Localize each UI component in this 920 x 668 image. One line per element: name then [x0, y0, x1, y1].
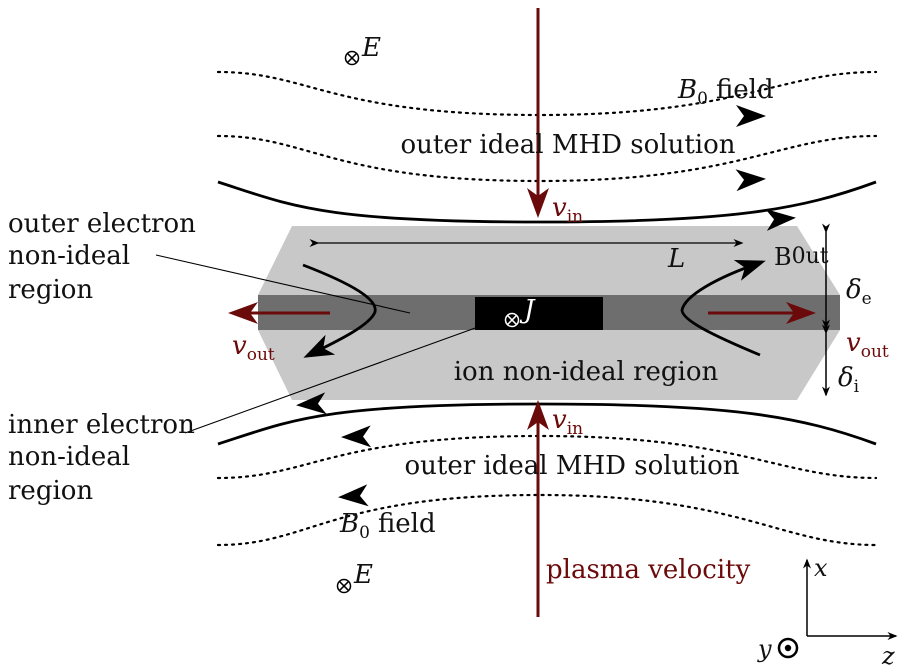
circle-times-icon — [504, 312, 520, 328]
inner-electron-leader — [184, 326, 479, 434]
field-arrow-top-2 — [735, 169, 766, 192]
circle-dot-icon — [777, 637, 799, 659]
axis-x-label: x — [814, 554, 828, 582]
field-arrow-top-solid — [765, 208, 796, 231]
v-out-label-left: vout — [232, 331, 275, 365]
field-line-bottom-1 — [216, 434, 878, 480]
reconnected-line-right — [680, 259, 766, 357]
field-arrow-bottom-2 — [338, 484, 369, 507]
outer-mhd-label-bottom: outer ideal MHD solution — [405, 451, 740, 481]
delta-i-label: δi — [838, 363, 860, 397]
e-field-label-bottom: E — [353, 560, 373, 590]
field-arrow-bottom-solid — [296, 392, 327, 415]
outer-electron-label: outer electron non-ideal region — [8, 209, 204, 305]
reconnected-line-left — [302, 263, 377, 358]
bout-label: B0ut — [774, 243, 829, 271]
e-field-label-top: E — [361, 33, 381, 63]
circle-times-icon — [344, 50, 360, 66]
axis-z-label: z — [881, 642, 895, 668]
plasma-velocity-label: plasma velocity — [546, 555, 751, 585]
axis-y-label: y — [757, 635, 772, 663]
field-line-top-solid — [217, 180, 877, 224]
current-sheet — [475, 297, 603, 330]
v-out-label-right: vout — [846, 328, 889, 362]
field-line-top-1 — [216, 70, 878, 117]
length-label: L — [667, 244, 685, 274]
outer-electron-leader — [155, 254, 411, 314]
delta-e-label: δe — [846, 275, 872, 309]
v-in-label-bottom: vin — [552, 405, 583, 439]
ion-region-label: ion non-ideal region — [454, 357, 719, 387]
circle-times-icon — [336, 578, 352, 594]
field-line-bottom-solid — [217, 402, 877, 446]
current-label: J — [519, 295, 536, 325]
field-line-bottom-2 — [216, 493, 878, 547]
inner-electron-label: inner electron non-ideal region — [8, 410, 203, 506]
field-arrow-bottom-1 — [341, 425, 372, 448]
v-in-label-top: vin — [552, 193, 583, 227]
outer-mhd-label-top: outer ideal MHD solution — [401, 130, 736, 160]
